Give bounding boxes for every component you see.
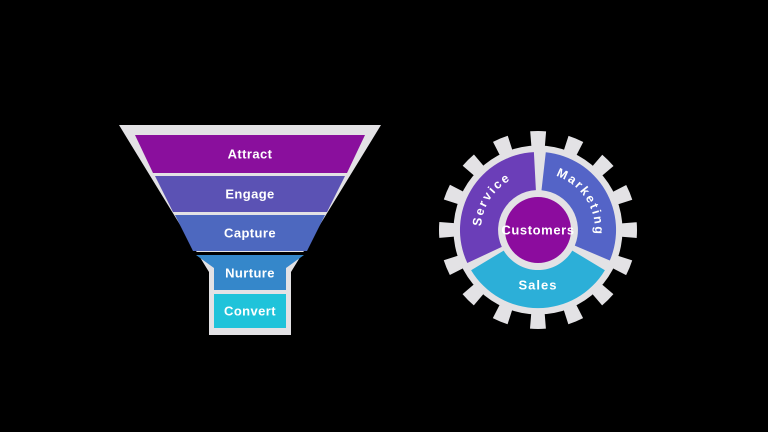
gear-teeth [439,131,637,329]
funnel-stage-convert: Convert [214,294,286,328]
flywheel-diagram: Service Marketing Sales Customers [439,131,637,329]
funnel-stage-engage: Engage [155,176,345,212]
funnel-stage-shape [155,176,345,212]
flywheel-center-circle [505,197,571,263]
funnel-diagram: Attract Engage Capture Nurture Convert [119,125,381,335]
flywheel-segment-sales [471,250,605,309]
funnel-stage-shape [175,215,325,251]
funnel-stage-nurture: Nurture [196,255,304,290]
funnel-stage-label: Attract [228,147,273,162]
flywheel-segment-marketing [541,152,617,261]
flywheel-center-label: Customers [501,223,574,238]
funnel-stage-shape [135,135,365,173]
funnel-stage-shape [214,294,286,328]
flywheel-label-sales: Sales [519,278,558,293]
funnel-stage-label: Capture [224,226,276,241]
funnel-stage-label: Convert [224,304,276,319]
funnel-stage-label: Engage [225,187,274,202]
funnel-stage-label: Nurture [225,266,275,281]
funnel-stage-capture: Capture [175,215,325,251]
funnel-stage-shape [196,255,304,290]
flywheel-segment-service [459,152,536,263]
funnel-stage-attract: Attract [135,135,365,173]
